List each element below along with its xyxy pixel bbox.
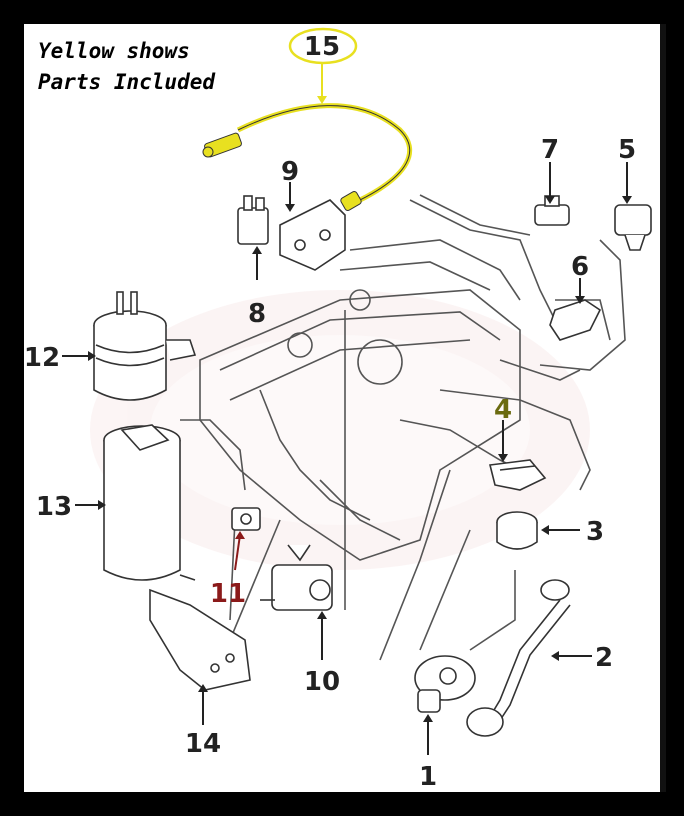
callout-3: 3 (586, 517, 604, 547)
callout-10: 10 (304, 667, 340, 697)
callout-6: 6 (571, 252, 589, 282)
part-4-bracket (489, 459, 547, 491)
part-15-oxygen-sensor (202, 103, 412, 211)
part-6-bracket (549, 299, 602, 341)
arrowheads (88, 96, 632, 722)
callout-labels: 15 9 8 7 5 6 12 13 14 11 10 4 3 2 1 (24, 32, 636, 792)
legend-line-2: Parts Included (38, 70, 216, 94)
callout-7: 7 (541, 135, 559, 165)
leader-arrows (62, 62, 628, 755)
callout-15: 15 (304, 32, 340, 62)
callout-9: 9 (281, 157, 299, 187)
callout-2: 2 (595, 643, 613, 673)
callout-8: 8 (248, 299, 266, 329)
callout-5: 5 (618, 135, 636, 165)
callout-14: 14 (185, 729, 221, 759)
part-1-egr-valve (414, 655, 476, 713)
part-5-valve (614, 204, 652, 251)
part-9-bracket (279, 199, 346, 271)
part-11-valve (231, 507, 261, 531)
part-2-egr-pipe (466, 579, 571, 737)
part-14-bracket (149, 588, 251, 691)
part-3-vacuum-modulator (496, 511, 538, 550)
callout-13: 13 (36, 492, 72, 522)
part-12-canister (93, 291, 197, 401)
legend-line-1: Yellow shows (38, 39, 190, 63)
callout-4: 4 (494, 395, 512, 425)
part-13-charcoal-canister (103, 424, 196, 581)
part-10-egr-valve (260, 544, 333, 611)
watermark-logo (90, 290, 590, 570)
part-8-solenoid-valve (237, 195, 269, 245)
callout-12: 12 (24, 343, 60, 373)
callout-11: 11 (210, 579, 246, 609)
callout-1: 1 (419, 762, 437, 792)
callout-15-highlight (288, 27, 358, 65)
